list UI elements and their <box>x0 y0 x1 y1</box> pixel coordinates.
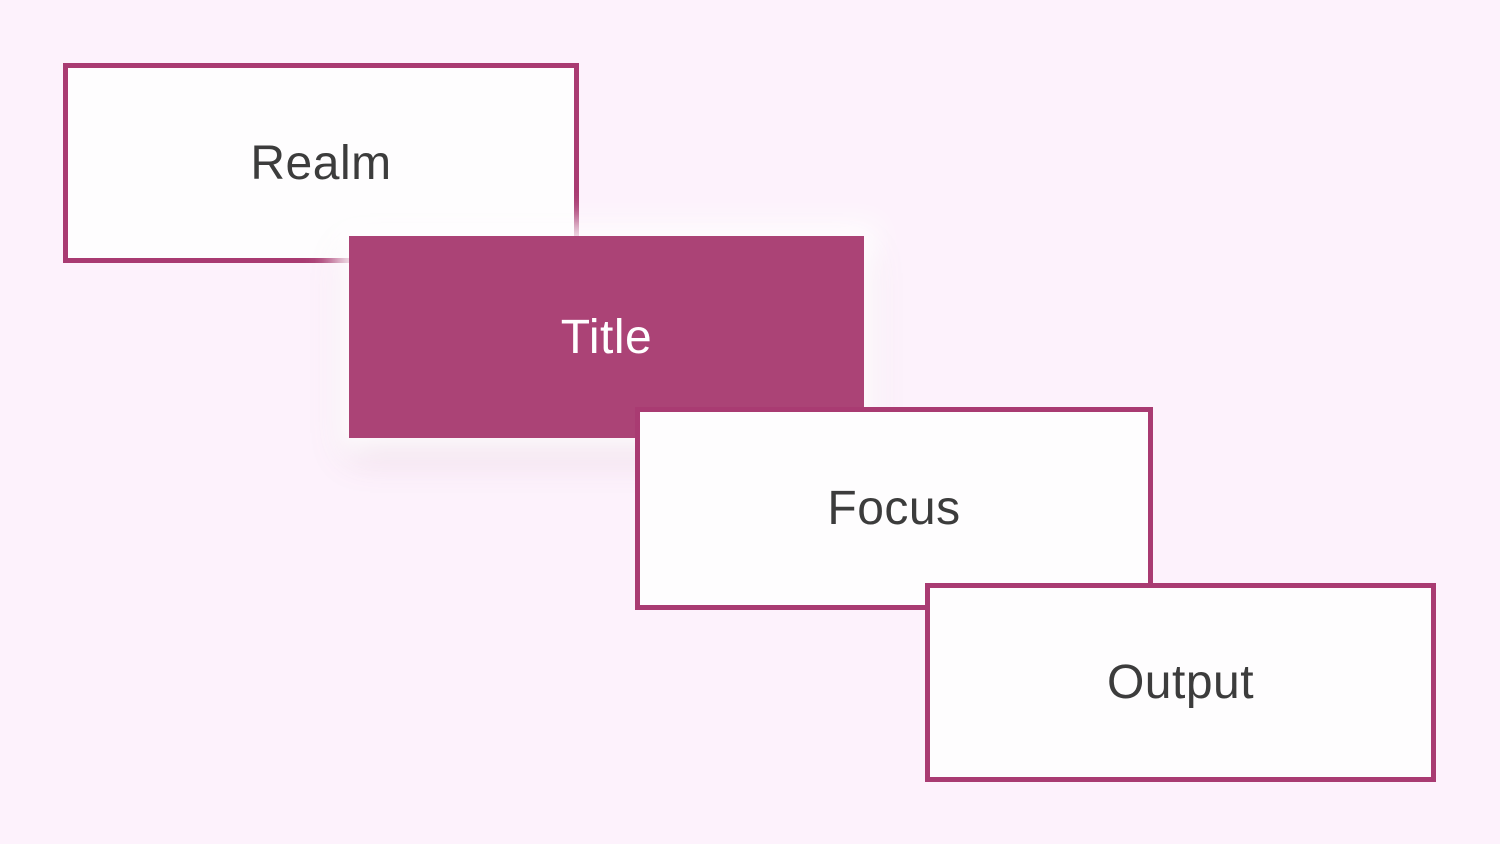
diagram-node-focus[interactable]: Focus <box>635 407 1153 610</box>
diagram-node-realm[interactable]: Realm <box>63 63 579 263</box>
node-focus-label: Focus <box>827 482 961 535</box>
node-output-label: Output <box>1106 656 1255 709</box>
diagram-node-title[interactable]: Title <box>349 236 864 438</box>
diagram-node-output[interactable]: Output <box>925 583 1436 782</box>
node-title-label: Title <box>560 310 653 364</box>
node-realm-label: Realm <box>250 136 392 190</box>
